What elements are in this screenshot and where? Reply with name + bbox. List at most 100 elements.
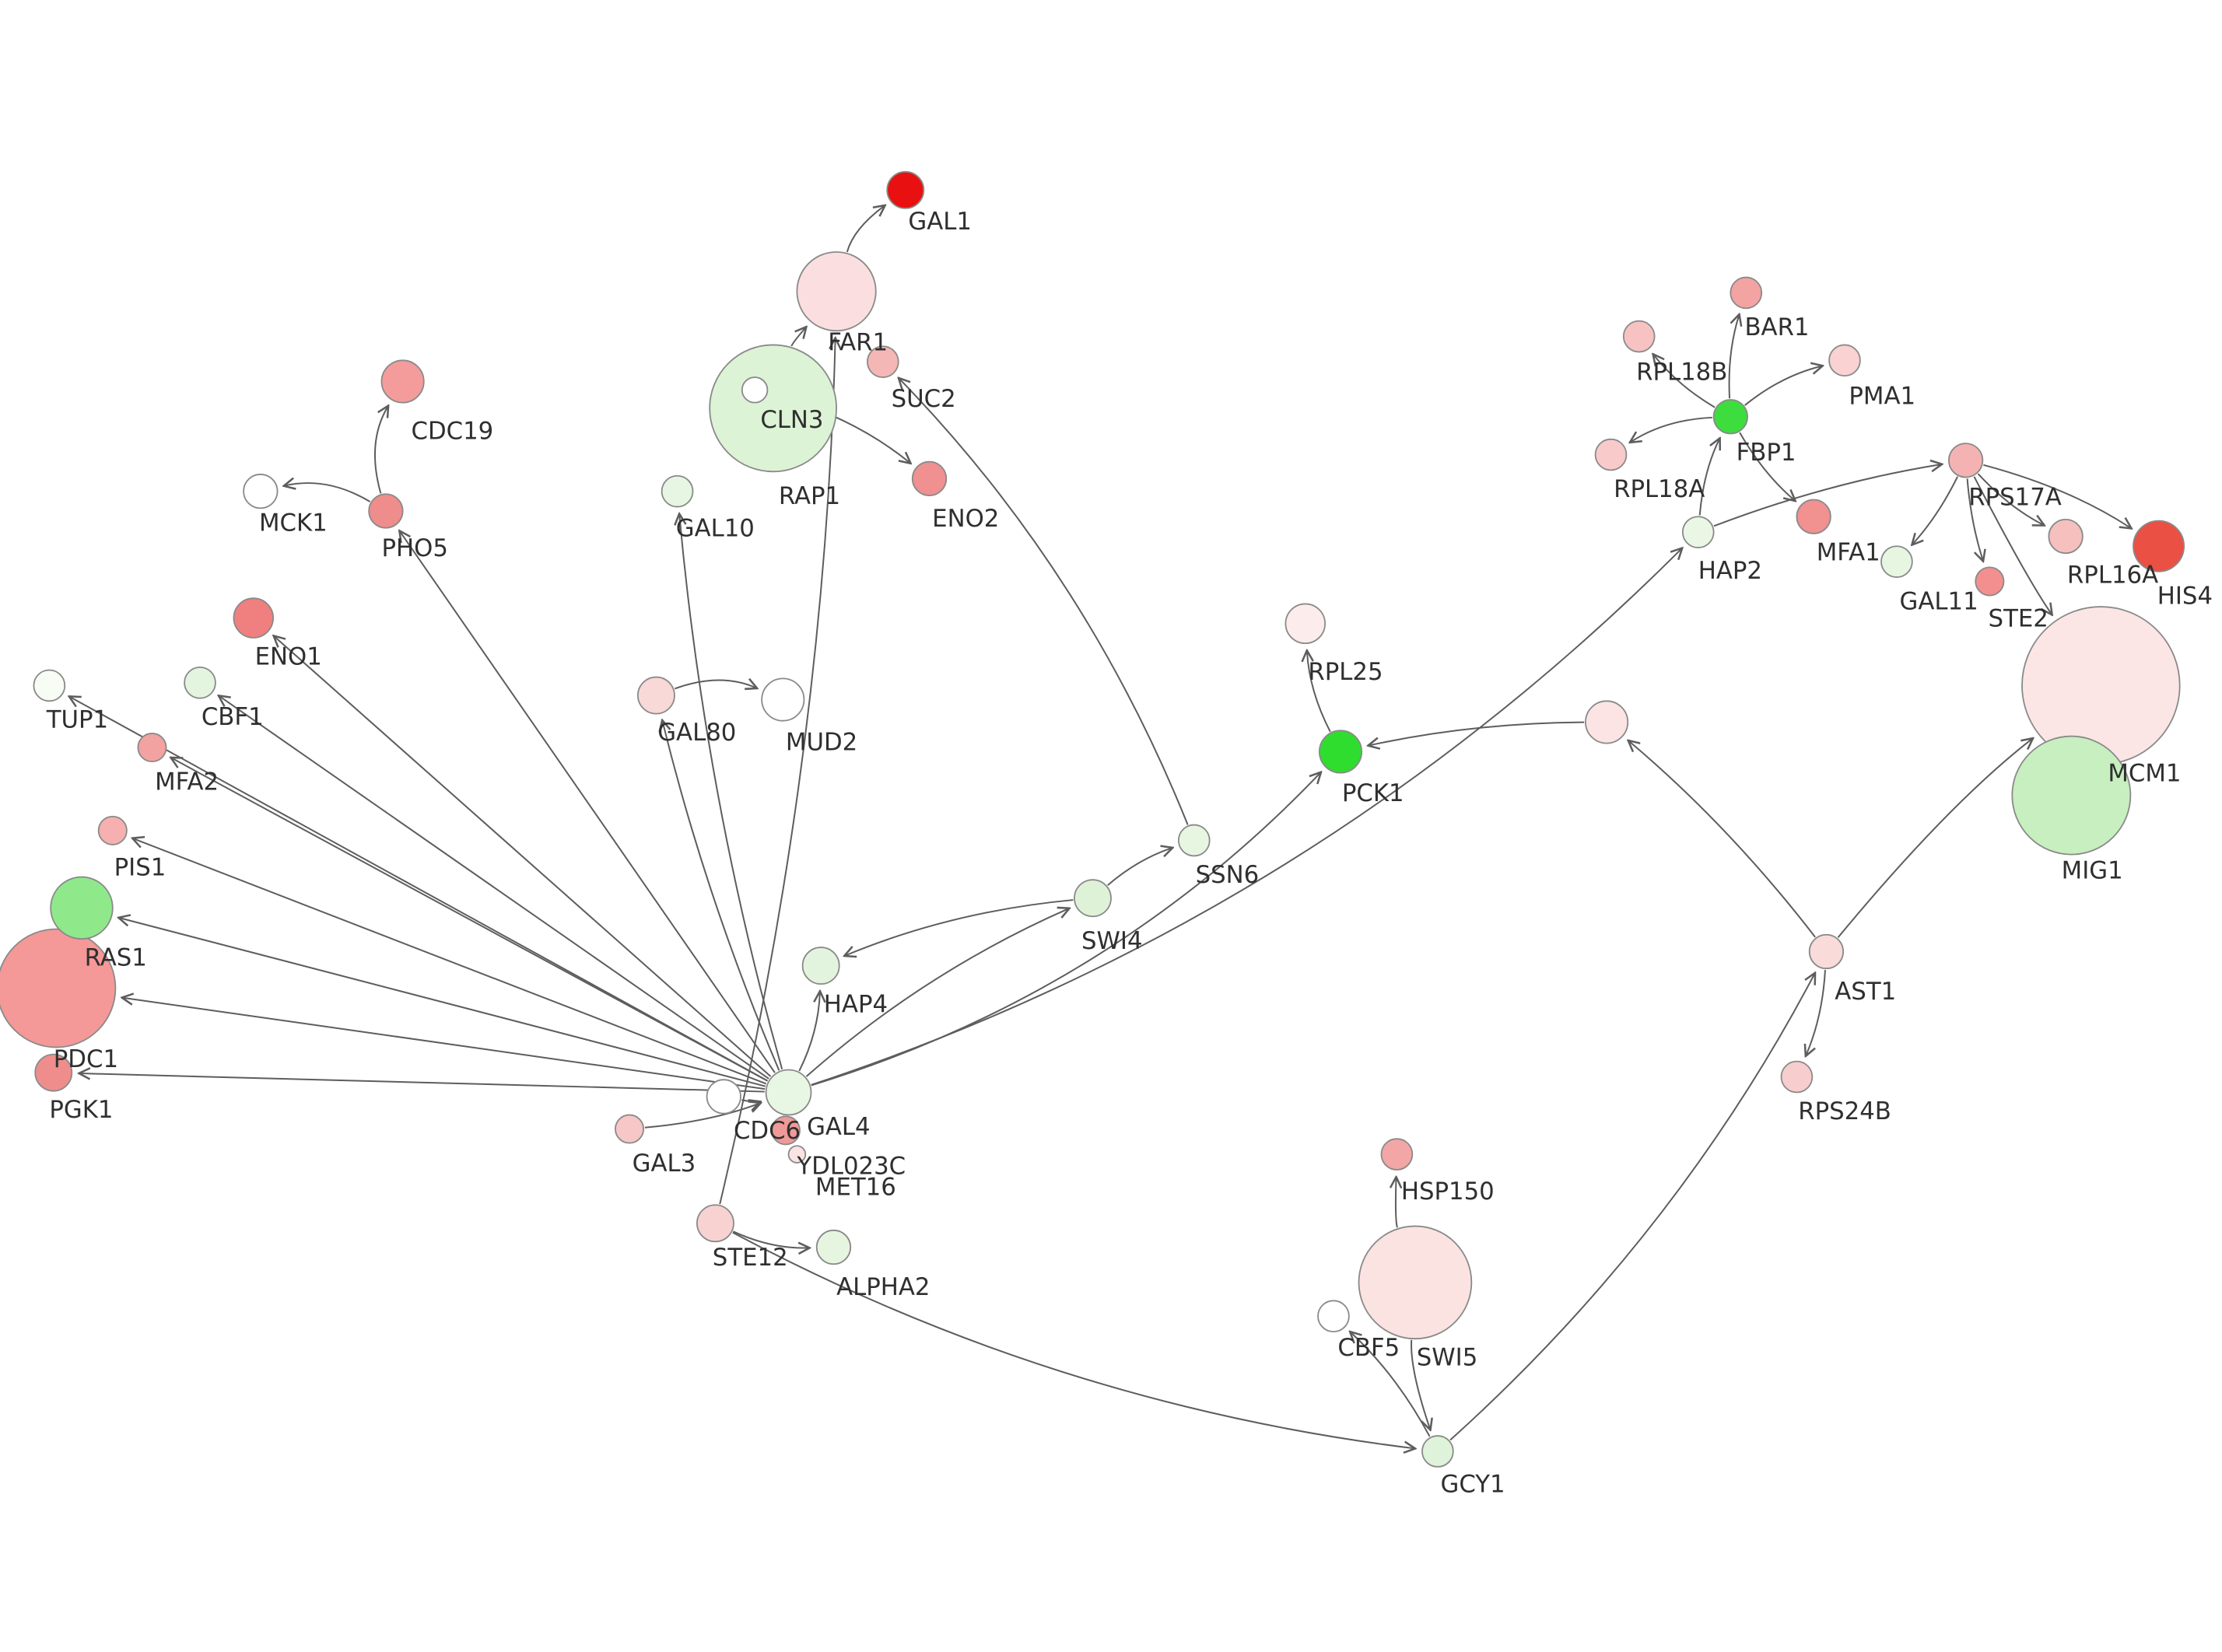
edge-hap2-fbp1[interactable] — [1698, 439, 1719, 516]
edge-gal4-eno1[interactable] — [275, 637, 772, 1077]
node-circle-ast1[interactable] — [1808, 933, 1845, 970]
node-circle-rpl18a[interactable] — [1594, 438, 1628, 471]
node-circle-pgk1[interactable] — [34, 1053, 73, 1092]
node-circle-mfa1[interactable] — [1796, 499, 1831, 534]
edge-gcy1-cbf5[interactable] — [1351, 1332, 1431, 1437]
edge-swi4-ssn6[interactable] — [1107, 848, 1172, 886]
edge-gal4-mfa2[interactable] — [172, 758, 769, 1082]
edge-cln3-far1[interactable] — [790, 328, 805, 347]
edge-gcy1-ast1[interactable] — [1449, 974, 1814, 1441]
node-ste2[interactable] — [1975, 566, 2005, 597]
edge-ste12-far1[interactable] — [719, 339, 835, 1205]
node-circle-pck1[interactable] — [1318, 730, 1363, 774]
node-ssn6[interactable] — [1177, 824, 1211, 857]
node-rpl18a[interactable] — [1594, 438, 1628, 471]
node-alpha2[interactable] — [815, 1229, 852, 1265]
node-ste12[interactable] — [696, 1204, 734, 1243]
node-circle-rpl16a[interactable] — [2048, 518, 2084, 555]
node-gal10[interactable] — [661, 474, 694, 508]
node-ydl023c[interactable] — [770, 1115, 801, 1146]
edge-ast1-rps24b[interactable] — [1807, 969, 1826, 1055]
edge-swi5-gcy1[interactable] — [1411, 1339, 1430, 1429]
node-mfa1[interactable] — [1796, 499, 1831, 534]
node-cln3[interactable] — [709, 344, 837, 473]
node-hap4[interactable] — [801, 947, 840, 985]
node-circle-gcy1[interactable] — [1421, 1435, 1454, 1468]
node-pck1[interactable] — [1318, 730, 1363, 774]
node-circle-suc2[interactable] — [866, 345, 899, 378]
node-swi4[interactable] — [1074, 879, 1112, 918]
node-rpl25[interactable] — [1284, 603, 1327, 645]
node-circle-ras1[interactable] — [50, 876, 114, 940]
node-his4[interactable] — [2133, 520, 2185, 572]
node-pis1[interactable] — [97, 815, 128, 845]
node-circle-gal80[interactable] — [636, 676, 675, 715]
edge-pho5-mck1[interactable] — [286, 483, 371, 502]
edge-swi5-hsp150[interactable] — [1396, 1178, 1397, 1228]
node-circle-ste2[interactable] — [1975, 566, 2005, 597]
edge-fbp1-pma1[interactable] — [1744, 366, 1821, 406]
node-hap2[interactable] — [1681, 516, 1715, 548]
node-ras1[interactable] — [50, 876, 114, 940]
edge-gal80-mud2[interactable] — [674, 681, 755, 689]
node-circle-cdc19[interactable] — [380, 359, 425, 404]
node-circle-pis1[interactable] — [97, 815, 128, 845]
node-gal1[interactable] — [886, 170, 925, 209]
edge-gal4-hap4[interactable] — [798, 992, 820, 1072]
node-gal11[interactable] — [1880, 545, 1913, 578]
edge-node_x-pck1[interactable] — [1369, 721, 1585, 746]
node-rap1[interactable] — [741, 376, 769, 404]
edge-far1-gal1[interactable] — [846, 206, 884, 253]
node-circle-gal11[interactable] — [1880, 545, 1913, 578]
node-circle-tup1[interactable] — [33, 669, 66, 702]
node-bar1[interactable] — [1730, 276, 1763, 310]
node-rpl16a[interactable] — [2048, 518, 2084, 555]
node-circle-cdc6[interactable] — [706, 1079, 741, 1115]
node-circle-bar1[interactable] — [1730, 276, 1763, 310]
node-rpl18b[interactable] — [1622, 320, 1656, 353]
node-cdc19[interactable] — [380, 359, 425, 404]
edge-gal4-pgk1[interactable] — [80, 1073, 765, 1093]
node-circle-ssn6[interactable] — [1177, 824, 1211, 857]
node-circle-swi4[interactable] — [1074, 879, 1112, 918]
node-mud2[interactable] — [761, 677, 805, 722]
edge-ast1-node_x[interactable] — [1629, 741, 1816, 938]
node-rps17a[interactable] — [1947, 443, 1984, 478]
node-fbp1[interactable] — [1712, 399, 1748, 435]
edge-gal4-gal80[interactable] — [663, 722, 780, 1071]
node-circle-gal10[interactable] — [661, 474, 694, 508]
node-hsp150[interactable] — [1380, 1138, 1414, 1171]
edge-rps17a-gal11[interactable] — [1913, 476, 1958, 544]
edge-gal4-tup1[interactable] — [70, 697, 769, 1082]
node-mig1[interactable] — [2011, 735, 2132, 856]
node-circle-pdc1[interactable] — [0, 928, 117, 1048]
node-cdc6[interactable] — [706, 1079, 741, 1115]
node-circle-far1[interactable] — [796, 251, 877, 332]
edge-ast1-mcm1[interactable] — [1837, 739, 2031, 939]
edge-gal4-pdc1[interactable] — [123, 998, 766, 1090]
edge-gal4-cbf1[interactable] — [219, 696, 769, 1080]
node-circle-gal4[interactable] — [765, 1069, 812, 1116]
edge-ssn6-suc2[interactable] — [899, 379, 1189, 825]
node-gcy1[interactable] — [1421, 1435, 1454, 1468]
node-far1[interactable] — [796, 251, 877, 332]
node-cbf5[interactable] — [1317, 1300, 1350, 1333]
node-rps24b[interactable] — [1780, 1060, 1814, 1094]
node-circle-hap2[interactable] — [1681, 516, 1715, 548]
node-met16[interactable] — [787, 1145, 807, 1164]
node-circle-pma1[interactable] — [1828, 344, 1861, 377]
node-circle-swi5[interactable] — [1358, 1225, 1473, 1340]
edge-cdc6-gal4[interactable] — [741, 1100, 759, 1102]
edge-fbp1-mfa1[interactable] — [1739, 432, 1794, 500]
node-circle-cbf5[interactable] — [1317, 1300, 1350, 1333]
node-ast1[interactable] — [1808, 933, 1845, 970]
node-circle-mck1[interactable] — [243, 474, 279, 509]
edge-gal4-swi4[interactable] — [805, 908, 1068, 1077]
edge-rps17a-mcm1[interactable] — [1973, 476, 2051, 614]
node-eno1[interactable] — [233, 597, 275, 639]
edge-ste12-gcy1[interactable] — [732, 1231, 1414, 1448]
node-tup1[interactable] — [33, 669, 66, 702]
node-circle-pho5[interactable] — [368, 493, 404, 529]
node-gal80[interactable] — [636, 676, 675, 715]
node-eno2[interactable] — [911, 460, 948, 496]
